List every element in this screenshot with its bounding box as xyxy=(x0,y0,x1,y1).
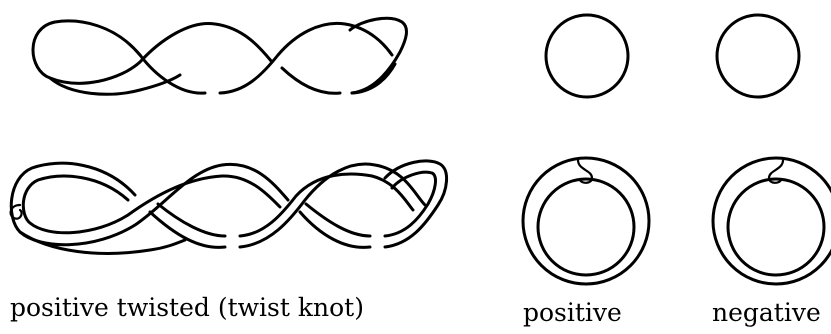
twist-knot-under-strand-2 xyxy=(282,68,340,93)
ribbon-positive-outer-circle xyxy=(523,158,649,284)
twist-knot-over-strand-1 xyxy=(220,23,392,93)
ribbon-mid-under-1 xyxy=(150,212,225,247)
ribbon-negative-inner-circle xyxy=(728,179,824,275)
ribbon-mid-lobe-inner xyxy=(240,174,413,236)
ribbon-right-under-2 xyxy=(306,204,370,236)
label-twist-knot: positive twisted (twist knot) xyxy=(10,295,364,320)
twist-knot-left-lobe xyxy=(33,21,272,83)
ribbon-right-under-1 xyxy=(300,212,370,247)
twist-knot-single-strand xyxy=(33,18,406,94)
unknot-circle-positive xyxy=(546,15,628,97)
label-positive: positive xyxy=(523,300,622,325)
ribbon-bottom-outer xyxy=(20,232,185,253)
ribbon-unknot-positive xyxy=(523,158,649,284)
ribbon-positive-inner-circle xyxy=(538,179,634,275)
unknot-circle-negative xyxy=(717,15,799,97)
ribbon-left-lobe-inner xyxy=(23,176,280,233)
ribbon-mid-under-2 xyxy=(158,204,225,236)
twist-knot-ribbon xyxy=(11,161,447,254)
ribbon-unknot-negative xyxy=(713,158,831,284)
twist-knot-over-strand-2 xyxy=(350,18,406,93)
ribbon-negative-outer-circle xyxy=(713,158,831,284)
label-negative: negative xyxy=(712,300,821,325)
